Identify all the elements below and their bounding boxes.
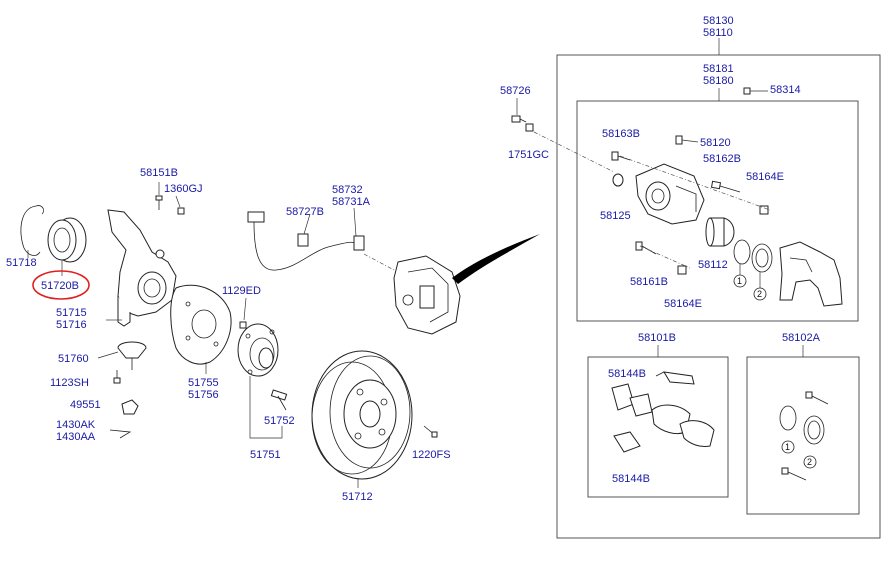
axis-line-3	[639, 245, 691, 269]
label-51756: 51756	[188, 389, 219, 401]
label-51712: 51712	[342, 491, 373, 503]
bolt-58163b	[611, 151, 631, 161]
label-1220fs: 1220FS	[412, 449, 451, 461]
label-51720b: 51720B	[41, 280, 79, 292]
label-1123sh: 1123SH	[50, 377, 89, 389]
label-51751: 51751	[250, 449, 281, 461]
label-58314: 58314	[770, 84, 801, 96]
pin-1430	[109, 429, 132, 439]
label-58102a: 58102A	[782, 332, 821, 344]
bolt-58726	[511, 98, 527, 123]
bleeder-58314	[743, 87, 768, 95]
label-58101b: 58101B	[638, 332, 676, 344]
piston-58112	[705, 217, 735, 247]
seal-ring-2	[751, 243, 773, 273]
guide-bolt-upper	[805, 391, 829, 405]
label-51718: 51718	[6, 257, 37, 269]
label-58151b: 58151B	[140, 167, 178, 179]
caliper-sub-box	[576, 100, 859, 322]
label-58727b: 58727B	[286, 206, 324, 218]
brake-hose	[247, 207, 395, 271]
label-51716: 51716	[56, 319, 87, 331]
label-58125: 58125	[600, 210, 631, 222]
hub-bracket	[249, 376, 283, 439]
label-58110: 58110	[703, 27, 733, 39]
label-1430aa: 1430AA	[56, 431, 96, 443]
callout-number-1b: 1	[785, 442, 790, 452]
ball-joint	[97, 341, 147, 370]
cap-1751gc	[525, 123, 534, 132]
label-58726: 58726	[500, 85, 531, 97]
label-1360gj: 1360GJ	[164, 183, 203, 195]
hub-bolt	[270, 389, 288, 411]
highlight-ring	[32, 270, 90, 300]
axis-line-2	[619, 155, 771, 211]
steering-knuckle	[106, 209, 177, 327]
bolt-1129ed	[239, 297, 247, 329]
callout-number-2b: 2	[807, 457, 812, 467]
caliper-bracket	[779, 241, 843, 307]
label-51760: 51760	[58, 353, 89, 365]
bleeder-58120	[675, 135, 699, 145]
label-58161b: 58161B	[630, 276, 668, 288]
brake-disc	[311, 350, 413, 488]
bolt-1220fs	[423, 425, 438, 438]
cap-58125	[612, 173, 624, 187]
label-58164e-b: 58164E	[664, 298, 702, 310]
label-58163b: 58163B	[602, 128, 640, 140]
callout-circle-1b	[781, 440, 795, 454]
bolt-58162b	[710, 180, 741, 193]
wheel-hub	[237, 323, 279, 377]
label-51752: 51752	[264, 415, 295, 427]
shim-left	[611, 383, 653, 417]
caliper-assembly-box	[556, 54, 881, 539]
label-58144b-upper: 58144B	[608, 368, 646, 380]
label-51755: 51755	[188, 377, 219, 389]
label-58144b-lower: 58144B	[612, 473, 650, 485]
cap-58164e-b	[677, 265, 687, 275]
nut-1360gj	[175, 195, 185, 215]
wheel-bearing	[47, 217, 87, 276]
callout-number-2a: 2	[757, 289, 762, 299]
callout-circle-2b	[803, 455, 817, 469]
label-58112: 58112	[698, 259, 728, 271]
snap-ring	[20, 205, 44, 258]
pad-clip-lower	[613, 431, 641, 453]
label-58731a: 58731A	[332, 196, 371, 208]
seal-ring-1	[733, 239, 751, 265]
bolt-1123sh	[113, 370, 121, 384]
label-58732: 58732	[332, 184, 363, 196]
label-58164e-a: 58164E	[746, 171, 784, 183]
callout-number-1a: 1	[737, 276, 742, 286]
seal-ring-kit-2	[803, 415, 825, 445]
label-58120: 58120	[700, 137, 731, 149]
guide-bolt-lower	[781, 467, 807, 481]
brake-pad-b	[679, 420, 715, 447]
dust-cover	[170, 284, 232, 374]
label-49551: 49551	[70, 399, 101, 411]
pad-clip-upper	[655, 371, 695, 385]
label-51715: 51715	[56, 307, 87, 319]
label-58162b: 58162B	[703, 153, 741, 165]
nut-49551	[121, 399, 139, 415]
label-1129ed: 1129ED	[222, 285, 261, 297]
pointer-arrow	[452, 234, 540, 284]
caliper-body	[635, 163, 705, 225]
label-58180: 58180	[703, 75, 734, 87]
axis-line-1	[533, 131, 615, 173]
bolt-58161b	[635, 241, 657, 255]
bolt-58151b	[155, 182, 163, 210]
seal-kit-box	[746, 356, 860, 515]
cap-58164e-a	[759, 205, 769, 215]
caliper-small	[393, 255, 461, 335]
label-1430ak: 1430AK	[56, 419, 96, 431]
label-58181: 58181	[703, 63, 734, 75]
seal-ring-kit-1	[779, 405, 797, 431]
label-58130: 58130	[703, 15, 734, 27]
label-1751gc: 1751GC	[508, 149, 549, 161]
